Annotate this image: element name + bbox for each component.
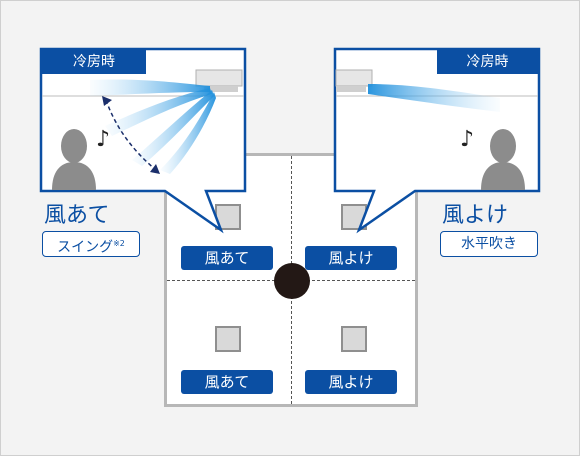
right-music-note: ♪ [460, 127, 474, 152]
left-panel-tab: 冷房時 [42, 50, 146, 74]
zone-button-bottom-right[interactable]: 風よけ [305, 370, 397, 394]
left-airflow-1 [90, 79, 210, 96]
vent-bottom-right [341, 326, 367, 352]
left-ceiling-unit [195, 69, 243, 87]
left-mode-title: 風あて [44, 203, 110, 228]
right-person-silhouette [481, 129, 525, 190]
left-mode-pill: スイング※2 [42, 231, 140, 257]
right-panel-tab: 冷房時 [437, 50, 538, 74]
right-mode-pill: 水平吹き [440, 231, 538, 257]
left-mode-pill-note: ※2 [113, 239, 125, 248]
vent-bottom-left [215, 326, 241, 352]
swing-arrow [105, 99, 157, 171]
right-ceiling-unit [335, 69, 373, 87]
left-person-silhouette [52, 129, 96, 190]
right-airflow [368, 84, 500, 112]
center-unit-dot [274, 263, 310, 299]
zone-button-top-right[interactable]: 風よけ [305, 246, 397, 270]
left-mode-pill-label: スイング [57, 239, 114, 256]
right-mode-title: 風よけ [442, 203, 509, 228]
zone-button-bottom-left[interactable]: 風あて [181, 370, 273, 394]
zone-button-top-left[interactable]: 風あて [181, 246, 273, 270]
left-music-note: ♪ [96, 127, 110, 152]
